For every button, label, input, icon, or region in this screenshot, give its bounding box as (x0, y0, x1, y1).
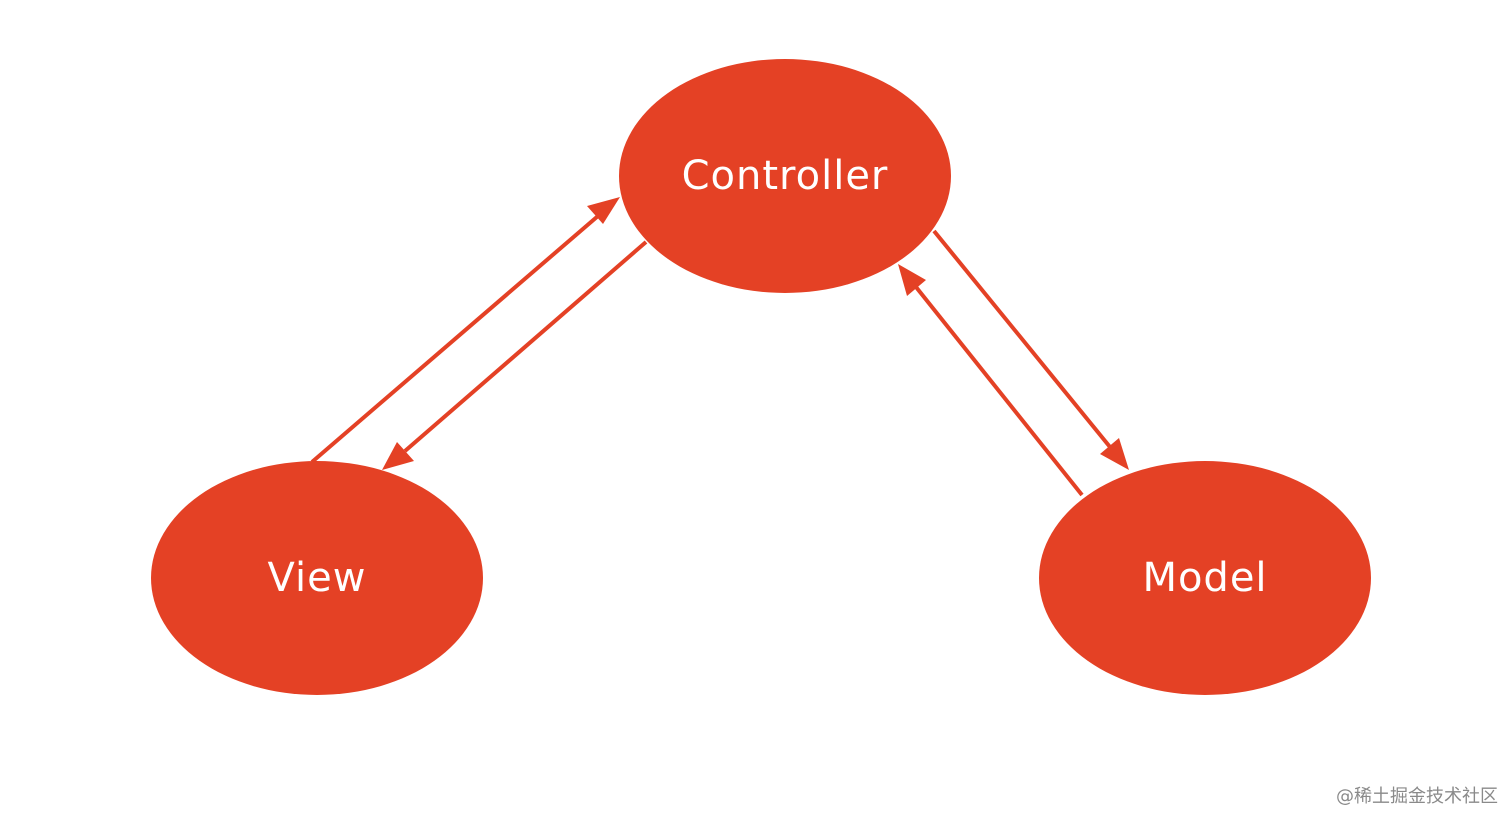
arrowhead-model-to-controller (898, 264, 926, 296)
node-model: Model (1039, 461, 1371, 695)
edge-model-to-controller (914, 285, 1084, 497)
node-view: View (151, 461, 483, 695)
arrowhead-controller-to-view (382, 442, 414, 470)
arrowhead-controller-to-model (1100, 438, 1129, 470)
view-ellipse (151, 461, 483, 695)
controller-label: Controller (682, 153, 889, 199)
edges (310, 197, 1129, 497)
view-label: View (268, 555, 367, 601)
edge-view-to-controller (310, 214, 600, 464)
model-ellipse (1039, 461, 1371, 695)
watermark-text: @稀土掘金技术社区 (1336, 786, 1498, 807)
controller-ellipse (619, 59, 951, 293)
node-controller: Controller (619, 59, 951, 293)
arrowhead-view-to-controller (587, 197, 620, 224)
model-label: Model (1142, 555, 1267, 601)
edge-controller-to-model (932, 229, 1112, 449)
edge-controller-to-view (403, 240, 648, 453)
